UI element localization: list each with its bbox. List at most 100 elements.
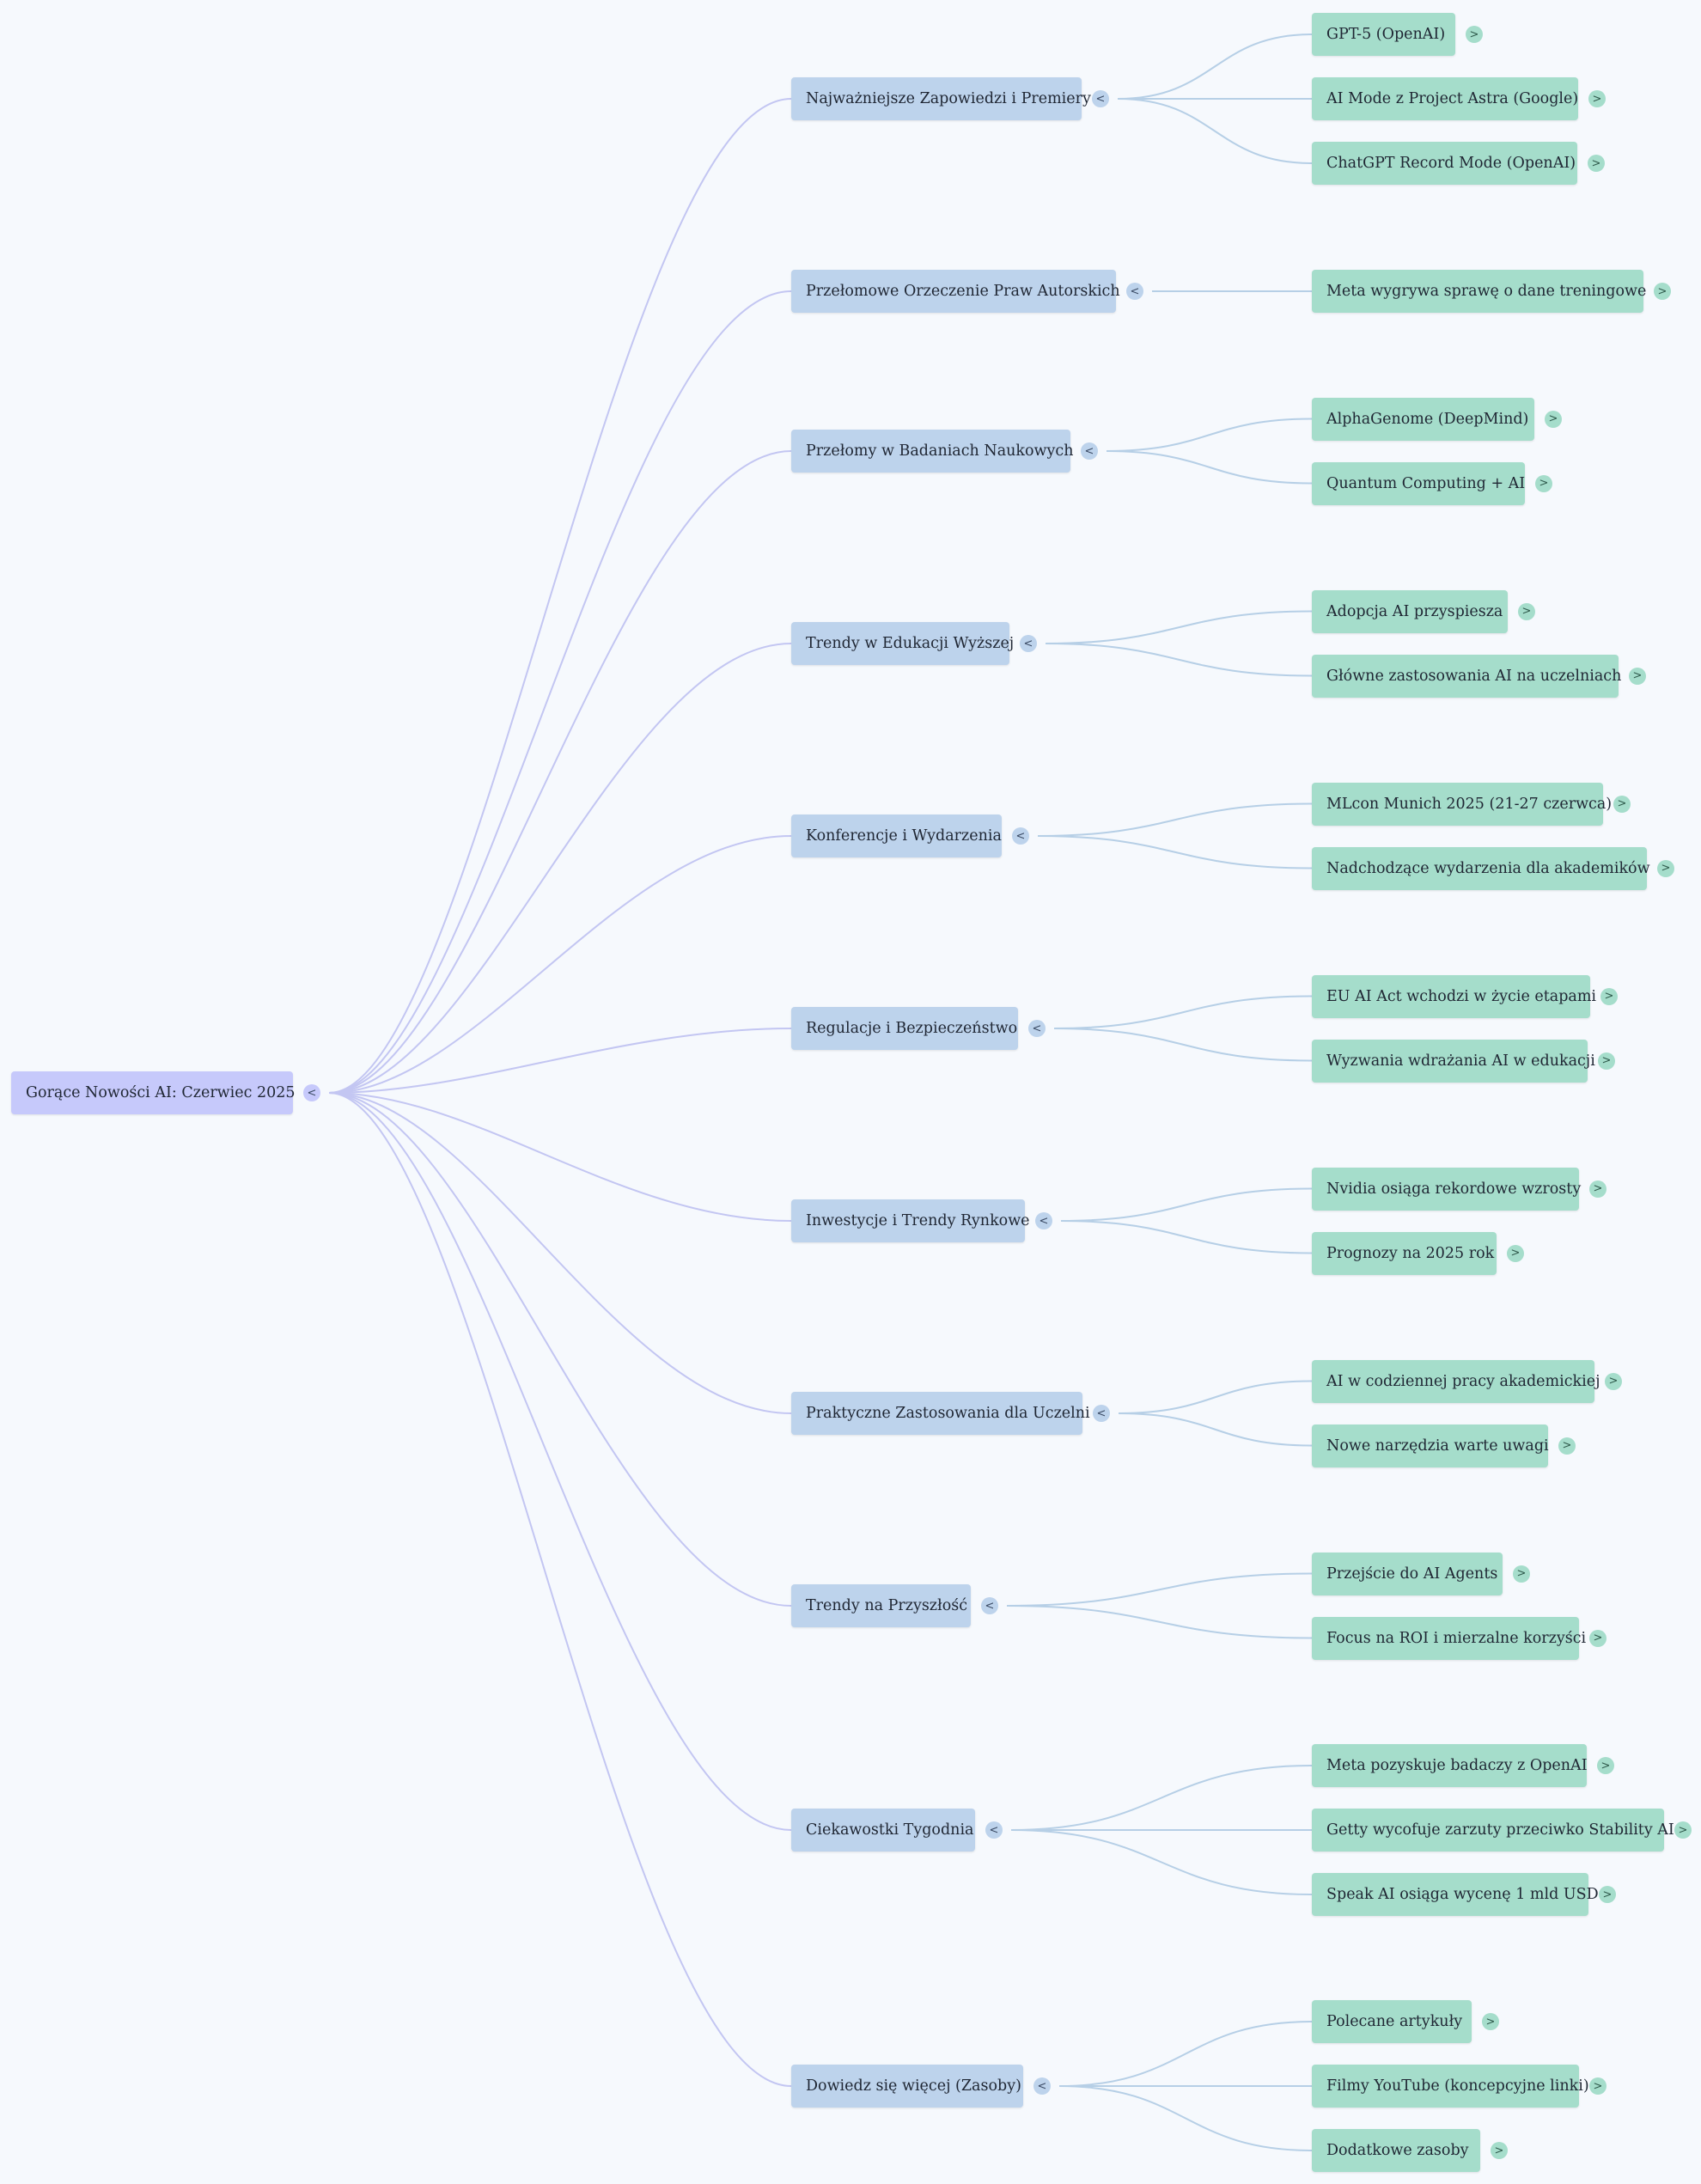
branch-link (1117, 98, 1313, 164)
leaf-node-label: ChatGPT Record Mode (OpenAI) (1326, 155, 1576, 172)
leaf-node[interactable]: Polecane artykuły (1312, 2000, 1472, 2043)
expand-icon[interactable]: > (1558, 1437, 1576, 1455)
expand-icon[interactable]: > (1507, 1244, 1524, 1262)
branch-node-label: Przełomy w Badaniach Naukowych (806, 442, 1074, 460)
collapse-icon[interactable]: < (1033, 2077, 1051, 2095)
leaf-node[interactable]: Focus na ROI i mierzalne korzyści (1312, 1616, 1586, 1660)
leaf-node-label: Wyzwania wdrażania AI w edukacji (1326, 1052, 1595, 1070)
expand-icon[interactable]: > (1535, 474, 1552, 492)
branch-node-label: Dowiedz się więcej (Zasoby) (806, 2077, 1021, 2095)
expand-icon[interactable]: > (1518, 602, 1535, 620)
expand-icon[interactable]: > (1657, 859, 1674, 877)
leaf-node-label: Nadchodzące wydarzenia dla akademików (1326, 859, 1650, 877)
branch-link (1053, 995, 1313, 1029)
expand-icon[interactable]: > (1654, 283, 1671, 300)
branch-link (1118, 1412, 1313, 1447)
root-link (328, 1092, 792, 1222)
collapse-icon[interactable]: < (1126, 283, 1143, 300)
leaf-node[interactable]: AlphaGenome (DeepMind) (1312, 397, 1534, 441)
collapse-icon[interactable]: < (1092, 90, 1109, 107)
branch-node[interactable]: Praktyczne Zastosowania dla Uczelni (791, 1392, 1090, 1435)
leaf-node[interactable]: Meta wygrywa sprawę o dane treningowe (1312, 270, 1646, 313)
branch-node[interactable]: Regulacje i Bezpieczeństwo (791, 1007, 1018, 1050)
leaf-node[interactable]: Speak AI osiąga wycenę 1 mld USD (1312, 1873, 1599, 1916)
leaf-node[interactable]: Filmy YouTube (koncepcyjne linki) (1312, 2065, 1589, 2108)
expand-icon[interactable]: > (1588, 90, 1606, 107)
branch-node[interactable]: Przełomowe Orzeczenie Praw Autorskich (791, 270, 1120, 313)
collapse-icon[interactable]: < (1020, 635, 1037, 652)
collapse-icon[interactable]: < (985, 1821, 1003, 1839)
branch-link (1010, 1829, 1313, 1895)
leaf-node[interactable]: Getty wycofuje zarzuty przeciwko Stabili… (1312, 1809, 1674, 1852)
expand-icon[interactable]: > (1600, 987, 1618, 1005)
leaf-node[interactable]: Adopcja AI przyspiesza (1312, 589, 1508, 633)
collapse-icon[interactable]: < (981, 1597, 998, 1614)
collapse-icon[interactable]: < (1093, 1405, 1110, 1422)
leaf-node-label: Nvidia osiąga rekordowe wzrosty (1326, 1180, 1582, 1198)
root-link (328, 1092, 792, 1414)
leaf-node[interactable]: AI Mode z Project Astra (Google) (1312, 77, 1578, 120)
branch-node[interactable]: Ciekawostki Tygodnia (791, 1809, 975, 1852)
expand-icon[interactable]: > (1599, 1886, 1616, 1903)
leaf-node[interactable]: Główne zastosowania AI na uczelniach (1312, 654, 1622, 698)
leaf-node[interactable]: ChatGPT Record Mode (OpenAI) (1312, 142, 1577, 185)
leaf-node[interactable]: Nadchodzące wydarzenia dla akademików (1312, 846, 1650, 890)
branch-node[interactable]: Trendy na Przyszłość (791, 1584, 971, 1627)
leaf-node-label: Getty wycofuje zarzuty przeciwko Stabili… (1326, 1821, 1674, 1839)
leaf-node[interactable]: EU AI Act wchodzi w życie etapami (1312, 974, 1596, 1018)
leaf-node[interactable]: Nowe narzędzia warte uwagi (1312, 1424, 1549, 1467)
branch-node[interactable]: Trendy w Edukacji Wyższej (791, 622, 1014, 665)
expand-icon[interactable]: > (1597, 1757, 1614, 1774)
leaf-node-label: Dodatkowe zasoby (1326, 2142, 1469, 2159)
branch-node-label: Konferencje i Wydarzenia (806, 827, 1002, 845)
branch-link (1058, 2021, 1313, 2087)
branch-node-label: Praktyczne Zastosowania dla Uczelni (806, 1405, 1090, 1422)
leaf-node-label: Meta pozyskuje badaczy z OpenAI (1326, 1757, 1588, 1774)
leaf-node-label: Główne zastosowania AI na uczelniach (1326, 667, 1622, 685)
leaf-node[interactable]: AI w codziennej pracy akademickiej (1312, 1359, 1600, 1403)
leaf-node[interactable]: Prognozy na 2025 rok (1312, 1231, 1497, 1275)
leaf-node-label: Adopcja AI przyspiesza (1326, 602, 1503, 620)
branch-node[interactable]: Inwestycje i Trendy Rynkowe (791, 1199, 1030, 1242)
leaf-node[interactable]: Meta pozyskuje badaczy z OpenAI (1312, 1744, 1588, 1787)
expand-icon[interactable]: > (1588, 155, 1605, 172)
expand-icon[interactable]: > (1605, 1372, 1622, 1390)
leaf-node[interactable]: Wyzwania wdrażania AI w edukacji (1312, 1039, 1595, 1083)
collapse-icon[interactable]: < (1035, 1212, 1052, 1229)
branch-node[interactable]: Najważniejsze Zapowiedzi i Premiery (791, 77, 1091, 120)
root-link (328, 1092, 792, 1831)
branch-link (1060, 1187, 1313, 1222)
leaf-node[interactable]: Quantum Computing + AI (1312, 461, 1525, 505)
expand-icon[interactable]: > (1513, 1565, 1530, 1583)
expand-icon[interactable]: > (1491, 2142, 1508, 2159)
leaf-node[interactable]: GPT-5 (OpenAI) (1312, 13, 1455, 56)
expand-icon[interactable]: > (1545, 410, 1562, 428)
branch-node[interactable]: Dowiedz się więcej (Zasoby) (791, 2065, 1023, 2108)
expand-icon[interactable]: > (1466, 26, 1483, 43)
collapse-icon[interactable]: < (1081, 442, 1098, 460)
branch-node-label: Regulacje i Bezpieczeństwo (806, 1020, 1018, 1037)
root-node[interactable]: Gorące Nowości AI: Czerwiec 2025 (11, 1071, 296, 1114)
branch-link (1010, 1765, 1313, 1831)
leaf-node[interactable]: Nvidia osiąga rekordowe wzrosty (1312, 1167, 1582, 1211)
collapse-icon[interactable]: < (303, 1084, 320, 1101)
leaf-node[interactable]: Dodatkowe zasoby (1312, 2129, 1480, 2172)
collapse-icon[interactable]: < (1012, 827, 1029, 845)
branch-link (1106, 418, 1313, 452)
leaf-node[interactable]: Przejście do AI Agents (1312, 1552, 1503, 1595)
branch-node-label: Trendy w Edukacji Wyższej (806, 635, 1015, 652)
expand-icon[interactable]: > (1482, 2013, 1499, 2030)
expand-icon[interactable]: > (1589, 1629, 1606, 1647)
leaf-node[interactable]: MLcon Munich 2025 (21-27 czerwca) (1312, 782, 1612, 826)
expand-icon[interactable]: > (1589, 1180, 1606, 1198)
expand-icon[interactable]: > (1629, 667, 1646, 685)
branch-node[interactable]: Konferencje i Wydarzenia (791, 814, 1002, 857)
expand-icon[interactable]: > (1674, 1821, 1692, 1839)
expand-icon[interactable]: > (1598, 1052, 1615, 1070)
branch-node[interactable]: Przełomy w Badaniach Naukowych (791, 430, 1074, 473)
root-link (328, 450, 792, 1094)
collapse-icon[interactable]: < (1028, 1020, 1046, 1037)
expand-icon[interactable]: > (1613, 795, 1631, 813)
expand-icon[interactable]: > (1589, 2077, 1606, 2095)
